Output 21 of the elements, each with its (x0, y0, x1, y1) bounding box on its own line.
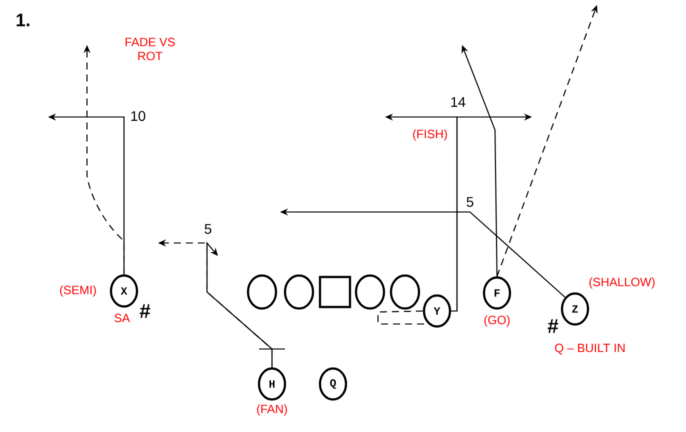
lineman-circle (390, 274, 420, 310)
hash-mark: # (140, 304, 150, 318)
depth-number: 5 (466, 197, 474, 207)
route-label: (SHALLOW) (589, 277, 655, 289)
lineman-circle (246, 274, 278, 310)
hash-mark: # (548, 319, 558, 333)
motion-line (377, 310, 432, 325)
depth-number: 10 (131, 111, 146, 121)
depth-number: 14 (451, 97, 466, 107)
depth-number: 5 (204, 224, 212, 234)
route-label: (SEMI) (60, 285, 96, 297)
lineman-circle (354, 274, 386, 310)
play-number: 1. (16, 14, 30, 26)
lineman-circle (284, 274, 314, 310)
route-label: (FISH) (413, 129, 447, 141)
route-label: SA (114, 314, 130, 322)
route-label: (GO) (484, 315, 510, 327)
center-square (318, 276, 352, 308)
route-label: Q – BUILT IN (555, 344, 625, 354)
route-label: (FAN) (257, 404, 287, 416)
route-label: FADE VS ROT (126, 38, 175, 60)
